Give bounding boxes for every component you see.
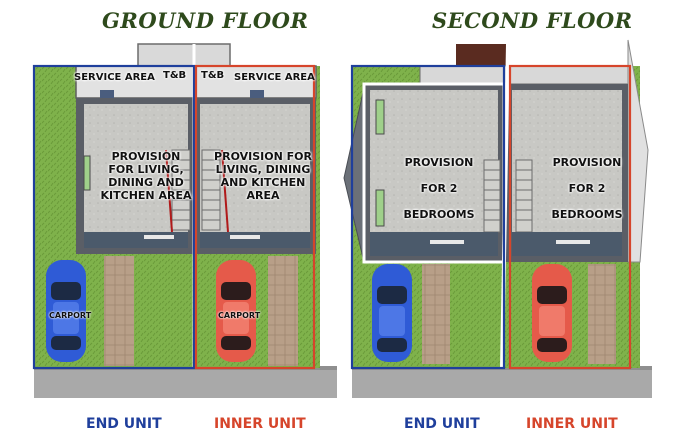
red-car-second [532, 264, 572, 362]
carport-left-label: CARPORT [49, 311, 92, 320]
service-area-left-label: SERVICE AREA [74, 72, 155, 83]
ground-road [34, 368, 337, 398]
inner-unit-outline-ground [194, 64, 316, 370]
tb-left-label: T&B [163, 70, 187, 81]
provision-living-left-label: PROVISION FOR LIVING, DINING AND KITCHEN… [100, 150, 192, 202]
provision-bedrooms-right-label: PROVISION FOR 2 BEDROOMS [551, 156, 623, 221]
ground-floor-plan [32, 43, 337, 398]
service-area-right-label: SERVICE AREA [234, 72, 315, 83]
inner-unit-outline-second [508, 64, 632, 370]
provision-bedrooms-left-label: PROVISION FOR 2 BEDROOMS [403, 156, 475, 221]
end-unit-label-ground: END UNIT [86, 416, 162, 432]
second-road [352, 368, 652, 398]
end-unit-outline-ground [32, 64, 196, 370]
blue-car-second [372, 264, 412, 362]
end-unit-label-second: END UNIT [404, 416, 480, 432]
inner-unit-label-second: INNER UNIT [526, 416, 618, 432]
second-floor-title: SECOND FLOOR [432, 8, 633, 33]
red-car-ground [216, 260, 256, 362]
end-unit-outline-second [350, 64, 506, 370]
provision-living-right-label: PROVISION FOR LIVING, DINING AND KITCHEN… [214, 150, 312, 202]
second-floor-plan [343, 39, 652, 398]
carport-right-label: CARPORT [218, 311, 261, 320]
ground-floor-title: GROUND FLOOR [102, 8, 309, 33]
inner-unit-label-ground: INNER UNIT [214, 416, 306, 432]
blue-car-ground [46, 260, 86, 362]
tb-right-label: T&B [201, 70, 225, 81]
